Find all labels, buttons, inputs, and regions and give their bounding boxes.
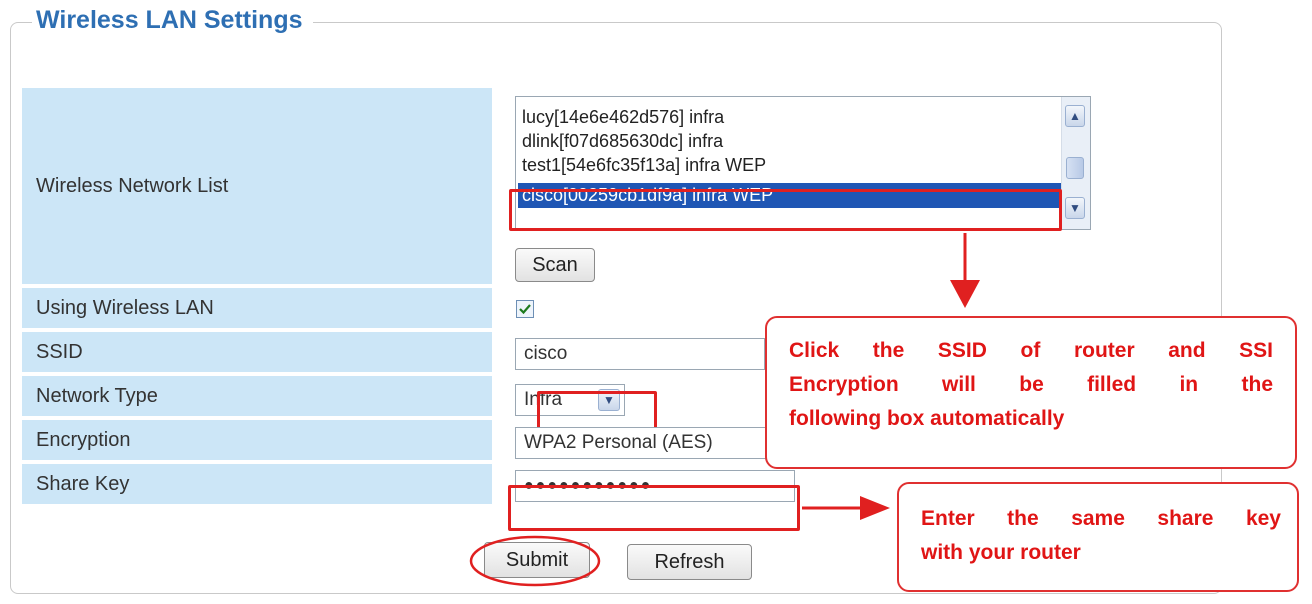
refresh-button[interactable]: Refresh <box>627 544 752 580</box>
callout-line: with your router <box>921 541 1081 564</box>
list-scrollbar[interactable]: ▲ ▼ <box>1061 97 1090 229</box>
list-item[interactable]: dlink[f07d685630dc] infra <box>522 131 724 151</box>
callout-line: Click the SSID of router and SSI <box>789 339 1273 362</box>
highlight-share-key <box>508 485 800 531</box>
callout-line: following box automatically <box>789 407 1065 430</box>
checkmark-icon <box>519 304 531 315</box>
callout-line: Encryption will be filled in the <box>789 373 1273 396</box>
using-wireless-checkbox[interactable] <box>516 300 534 318</box>
list-item[interactable]: lucy[14e6e462d576] infra <box>522 107 725 127</box>
network-listbox[interactable]: lucy[14e6e462d576] infra dlink[f07d68563… <box>515 96 1091 230</box>
scan-button[interactable]: Scan <box>515 248 595 282</box>
label-encryption: Encryption <box>22 420 492 460</box>
label-ssid: SSID <box>22 332 492 372</box>
callout-share-key-hint: Enter the same share key with your route… <box>897 482 1299 592</box>
callout-line: Enter the same share key <box>921 507 1281 530</box>
settings-panel <box>10 22 1222 594</box>
encryption-value: WPA2 Personal (AES) <box>524 432 713 453</box>
network-type-select[interactable]: Infra ▼ <box>515 384 625 416</box>
label-using-wireless: Using Wireless LAN <box>22 288 492 328</box>
submit-highlight-ellipse <box>469 535 601 587</box>
list-item[interactable]: test1[54e6fc35f13a] infra WEP <box>522 155 767 175</box>
arrow-right-icon <box>860 496 890 520</box>
network-type-value: Infra <box>524 389 563 410</box>
chevron-down-icon[interactable]: ▼ <box>598 389 620 411</box>
label-network-type: Network Type <box>22 376 492 416</box>
scroll-down-icon[interactable]: ▼ <box>1065 197 1085 219</box>
callout-ssid-hint: Click the SSID of router and SSI Encrypt… <box>765 316 1297 469</box>
ssid-input[interactable]: cisco <box>515 338 765 370</box>
label-network-list: Wireless Network List <box>22 88 492 284</box>
arrow-down-icon <box>950 280 980 308</box>
scroll-up-icon[interactable]: ▲ <box>1065 105 1085 127</box>
highlight-selected-ssid <box>509 189 1062 231</box>
submit-button[interactable]: Submit <box>484 542 590 578</box>
label-share-key: Share Key <box>22 464 492 504</box>
panel-title: Wireless LAN Settings <box>32 6 313 35</box>
scroll-thumb[interactable] <box>1066 157 1084 179</box>
